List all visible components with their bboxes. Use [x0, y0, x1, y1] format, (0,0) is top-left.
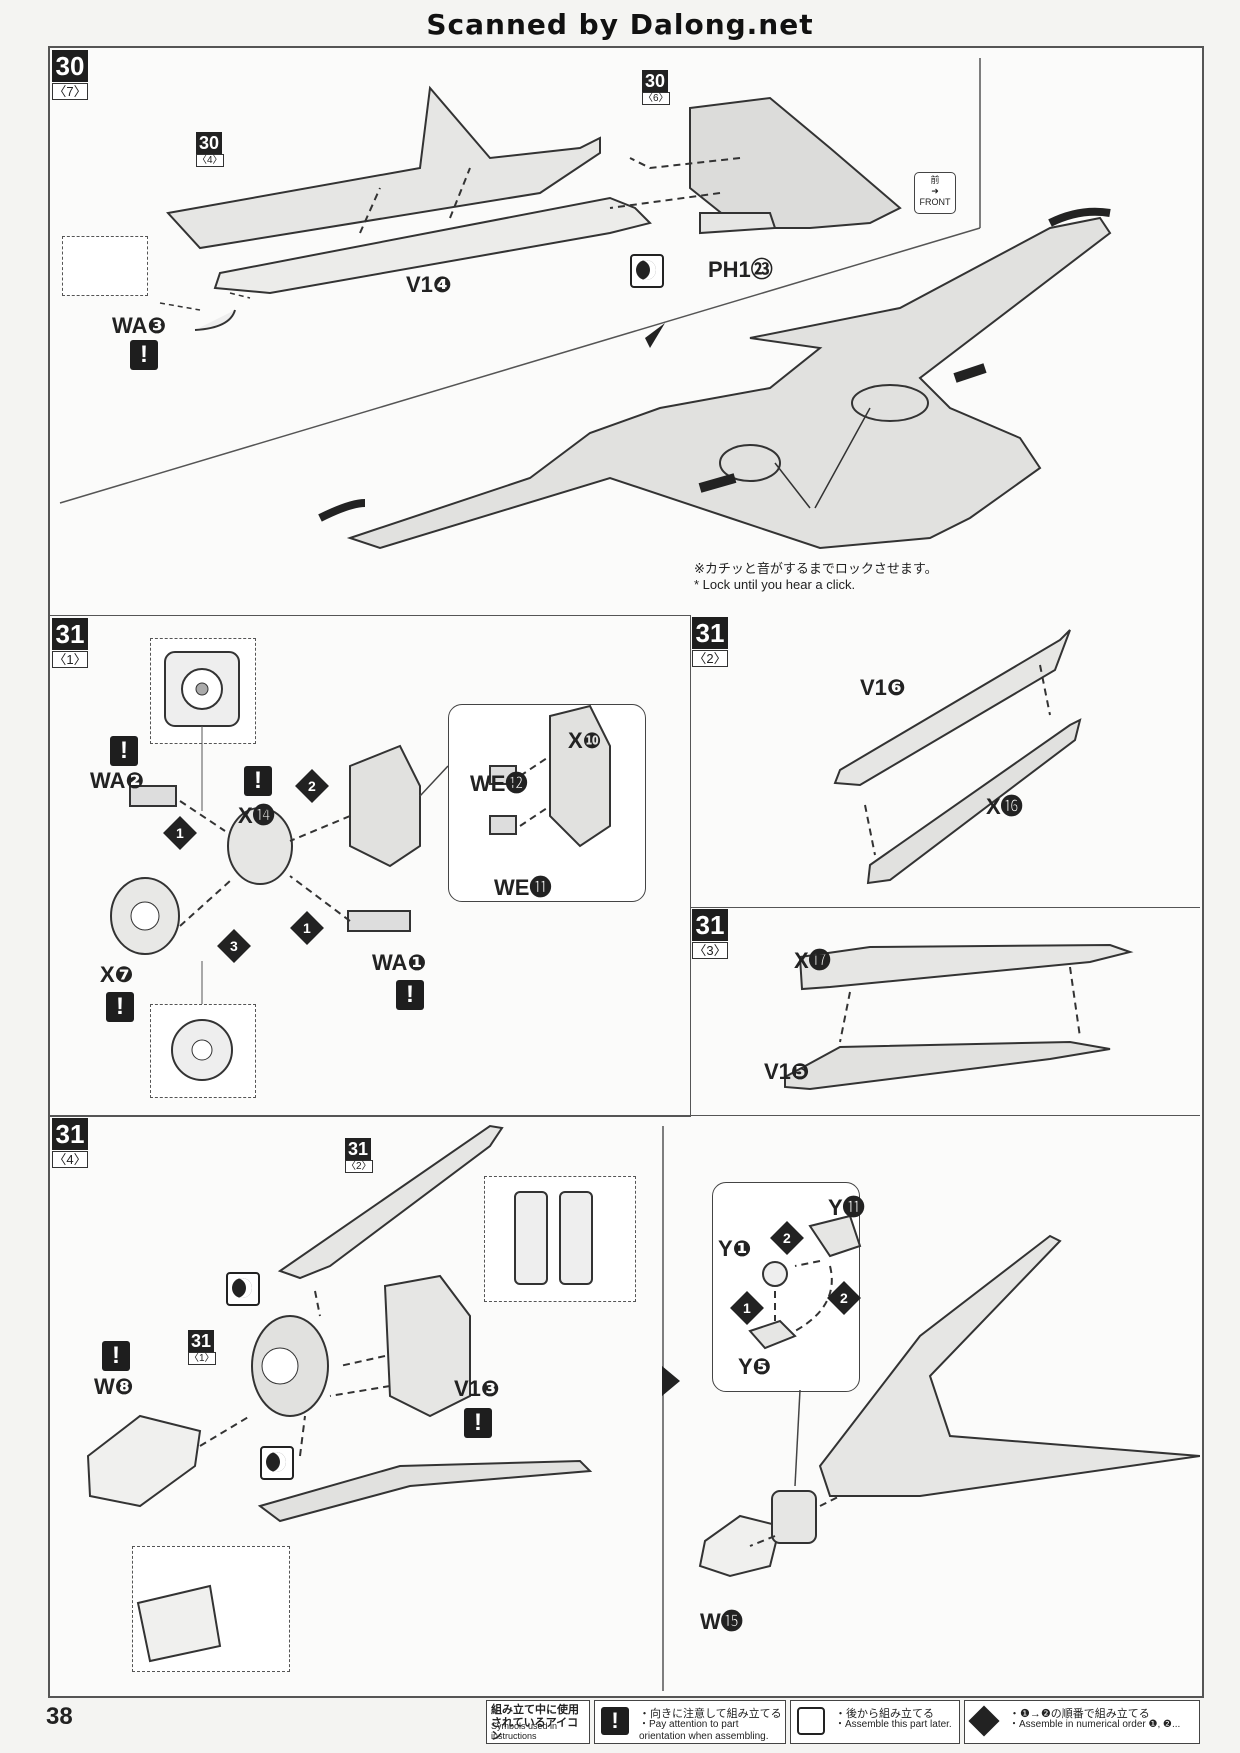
part-x-14: X⓮ [238, 803, 275, 828]
part-w-15: W⓯ [700, 1609, 743, 1634]
orientation-warning-icon: ! [106, 992, 134, 1022]
part-v1-6: V1❻ [860, 675, 906, 700]
part-x-17: X⓱ [794, 948, 831, 973]
part-wa-2: WA❷ [90, 768, 145, 793]
ref-31-1: 31 〈1〉 [188, 1330, 216, 1365]
front-direction-marker: 前 ➜ FRONT [914, 172, 956, 214]
step-badge: 30 〈7〉 [52, 50, 88, 100]
front-arrow-icon: ➜ [931, 186, 939, 196]
blade-v1-6-illustration [833, 629, 1082, 885]
step-badge: 31 〈3〉 [692, 909, 728, 959]
bubble-x10-detail [448, 704, 646, 902]
panel-step-31-1: 31 〈1〉 ! WA❷ ! X⓮ [50, 615, 691, 1117]
step-sub: 〈7〉 [52, 83, 88, 100]
step-number: 30 [52, 50, 88, 82]
part-y-11: Y⓫ [828, 1195, 865, 1220]
step-badge: 31 〈1〉 [52, 618, 88, 668]
part-we-11: WE⓫ [494, 875, 552, 900]
part-ph1-23: PH1㉓ [708, 257, 773, 282]
page-number: 38 [46, 1703, 73, 1730]
joint-assembly-illustration [110, 651, 611, 1081]
assemble-later-icon [260, 1446, 294, 1480]
panel-step-31-2: 31 〈2〉 V1❻ X⓰ [690, 615, 1200, 908]
forearm-assembly-illustration [86, 1124, 1200, 1691]
scanner-watermark: Scanned by Dalong.net [426, 8, 814, 41]
part-v1-3: V1❸ [454, 1376, 500, 1401]
orientation-warning-icon: ! [110, 736, 138, 766]
part-wa-3: WA❸ [112, 313, 167, 338]
legend-attention: ! ・向きに注意して組み立てる ・Pay attention to part o… [594, 1700, 786, 1744]
bubble-y-parts-detail [712, 1182, 860, 1392]
lock-note: ※カチッと音がするまでロックさせます。 * Lock until you hea… [694, 561, 938, 592]
part-v1-5: V1❺ [764, 1059, 810, 1084]
assemble-later-icon [226, 1272, 260, 1306]
assemble-later-icon [797, 1707, 825, 1735]
orientation-warning-icon: ! [244, 766, 272, 796]
warning-icon: ! [601, 1707, 629, 1735]
part-x-16: X⓰ [986, 794, 1023, 819]
legend-title: 組み立て中に使用されているアイコン Symbols used in instru… [486, 1700, 590, 1744]
ref-30-4: 30 〈4〉 [196, 132, 224, 167]
wing-upper-illustration [59, 58, 1112, 550]
legend-numerical-order: ・❶→❷の順番で組み立てる ・Assemble in numerical ord… [964, 1700, 1200, 1744]
step-badge: 31 〈4〉 [52, 1118, 88, 1168]
assemble-later-icon [630, 254, 664, 288]
panel-step-30-7: 30 〈7〉 30 〈4〉 30 [50, 48, 1200, 615]
part-y-1: Y❶ [718, 1236, 752, 1261]
orientation-warning-icon: ! [464, 1408, 492, 1438]
ref-30-6: 30 〈6〉 [642, 70, 670, 105]
orientation-warning-icon: ! [396, 980, 424, 1010]
part-v1-4: V1❹ [406, 272, 452, 297]
part-y-5: Y❺ [738, 1354, 772, 1379]
part-x-10: X❿ [568, 728, 602, 753]
part-w-8: W❽ [94, 1374, 134, 1399]
ref-31-2: 31 〈2〉 [345, 1138, 373, 1173]
instruction-sheet: 30 〈7〉 30 〈4〉 30 [48, 46, 1204, 1698]
panel-step-31-3: 31 〈3〉 X⓱ V1❺ [690, 907, 1200, 1115]
legend-assemble-later: ・後から組み立てる ・Assemble this part later. [790, 1700, 960, 1744]
part-wa-1: WA❶ [372, 950, 427, 975]
part-we-12: WE⓬ [470, 771, 528, 796]
step-badge: 31 〈2〉 [692, 617, 728, 667]
orientation-warning-icon: ! [102, 1341, 130, 1371]
part-x-7: X❼ [100, 962, 134, 987]
blade-x17-illustration [784, 943, 1134, 1091]
inset-wa3-detail [62, 236, 148, 296]
sequence-diamond-icon [968, 1705, 1000, 1737]
orientation-warning-icon: ! [130, 340, 158, 370]
panel-step-31-4: 31 〈4〉 [50, 1115, 1200, 1696]
